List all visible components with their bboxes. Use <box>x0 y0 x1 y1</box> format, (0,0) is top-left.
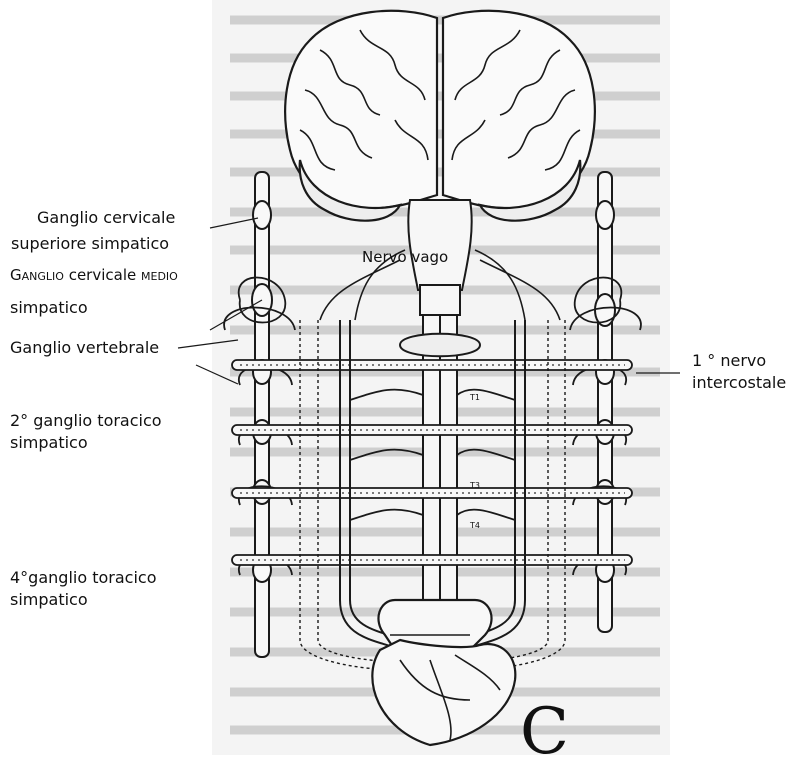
ganglio-toracico-4-label-line2: simpatico <box>10 589 88 610</box>
vertebra-t1-label: T1 <box>469 393 480 402</box>
nervo-vago-label: Nervo vago <box>362 248 448 266</box>
ganglio-cervicale-medio-label-line2: simpatico <box>10 297 88 318</box>
ganglio-cervicale-medio-label-line1: Ganglio cervicale medio <box>10 265 178 286</box>
nervo-intercostale-label-line2: intercostale <box>692 372 786 393</box>
left-sympathetic-chain <box>252 172 272 657</box>
ganglio-vertebrale-label: Ganglio vertebrale <box>10 337 159 358</box>
ganglio-cervicale-superiore-label-line2: superiore simpatico <box>11 233 169 254</box>
ganglio-toracico-2-label-line1: 2° ganglio toracico <box>10 410 162 431</box>
ganglio-toracico-2-label-line2: simpatico <box>10 432 88 453</box>
ganglio-cervicale-medio-word1: Ganglio <box>10 266 64 284</box>
ganglio-cervicale-medio-word3: medio <box>141 266 178 284</box>
large-letter-c: C <box>520 700 569 764</box>
nervo-intercostale-label-line1: 1 ° nervo <box>692 350 766 371</box>
vertebra-t4-label: T4 <box>469 521 480 530</box>
ganglio-cervicale-superiore-label-line1: Ganglio cervicale <box>37 207 175 228</box>
ganglio-toracico-4-label-line1: 4°ganglio toracico <box>10 567 156 588</box>
ganglio-cervicale-medio-word2: cervicale <box>64 266 141 284</box>
